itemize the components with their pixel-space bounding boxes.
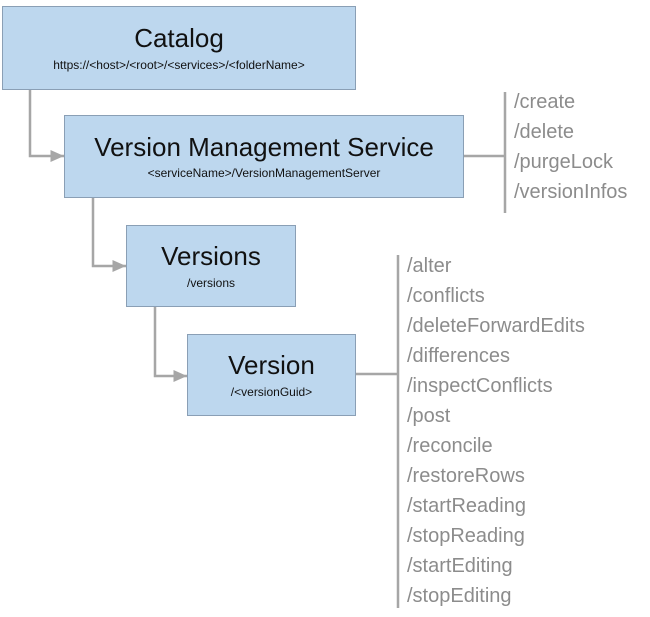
endpoint-item: /versionInfos [514,181,628,203]
version-title: Version [228,350,315,381]
catalog-to-vms-connector [28,90,64,162]
endpoint-item: /conflicts [407,285,485,307]
endpoint-item: /deleteForwardEdits [407,315,585,337]
versions-to-version-connector [153,307,187,382]
endpoint-item: /create [514,91,576,113]
version-subtitle: /<versionGuid> [230,384,313,399]
version-endpoints: /alter /conflicts /deleteForwardEdits /d… [407,251,585,611]
version-management-service-subtitle: <serviceName>/VersionManagementServer [147,166,381,181]
versions-title: Versions [161,241,261,272]
endpoint-item: /inspectConflicts [407,375,553,397]
endpoint-item: /post [407,405,451,427]
endpoint-item: /startReading [407,495,526,517]
endpoint-item: /purgeLock [514,151,613,173]
catalog-title: Catalog [134,23,224,54]
endpoint-item: /alter [407,255,452,277]
catalog-node: Catalog https://<host>/<root>/<services>… [2,6,356,90]
endpoint-item: /differences [407,345,511,367]
endpoint-item: /stopReading [407,525,525,547]
versions-node: Versions /versions [126,225,296,307]
catalog-subtitle: https://<host>/<root>/<services>/<folder… [53,57,305,72]
endpoint-item: /delete [514,121,575,143]
version-management-service-node: Version Management Service <serviceName>… [64,115,464,198]
version-management-service-title: Version Management Service [94,131,434,162]
endpoint-item: /reconcile [407,435,493,457]
endpoint-item: /startEditing [407,555,513,577]
versions-subtitle: /versions [186,275,236,290]
version-node: Version /<versionGuid> [187,334,356,416]
version-management-service-endpoints: /create /delete /purgeLock /versionInfos [514,87,627,207]
endpoint-item: /restoreRows [407,465,525,487]
endpoint-item: /stopEditing [407,585,512,607]
vms-to-versions-connector [91,198,126,272]
